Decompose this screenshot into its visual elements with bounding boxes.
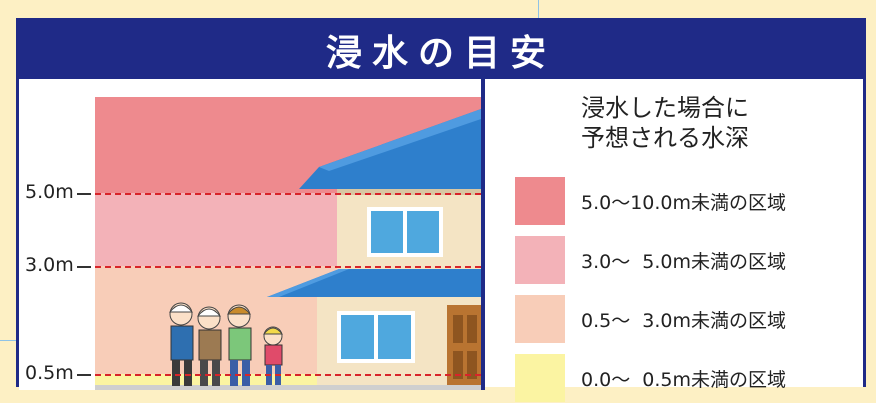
family-evacuating-illustration: [168, 302, 284, 386]
tick-3m: [77, 266, 91, 268]
legend-item-3-5m: 3.0〜 5.0m未満の区域: [515, 235, 786, 285]
tick-0.5m: [77, 374, 91, 376]
legend-item-5-10m: 5.0〜10.0m未満の区域: [515, 176, 786, 226]
legend-item-0-0.5m: 0.0〜 0.5m未満の区域: [515, 353, 786, 403]
legend-swatch: [515, 295, 565, 343]
legend-swatch: [515, 177, 565, 225]
line-3m: [95, 266, 481, 268]
legend-item-0.5-3m: 0.5〜 3.0m未満の区域: [515, 294, 786, 344]
depth-scene: 5.0m 3.0m 0.5m: [19, 79, 481, 390]
tick-5m: [77, 193, 91, 195]
legend-label: 5.0〜10.0m未満の区域: [581, 191, 787, 214]
panel-divider: [481, 79, 485, 390]
guide-line-horizontal: [0, 340, 16, 341]
legend-title: 浸水した場合に 予想される水深: [581, 93, 749, 153]
legend-swatch: [515, 236, 565, 284]
depth-legend: 浸水した場合に 予想される水深 5.0〜10.0m未満の区域 3.0〜 5.0m…: [485, 79, 863, 402]
depth-label-0.5m: 0.5m: [25, 362, 74, 384]
inundation-panel: 浸水の目安: [16, 18, 866, 402]
legend-swatch: [515, 354, 565, 402]
line-5m: [95, 193, 481, 195]
panel-title: 浸水の目安: [19, 21, 863, 79]
legend-label: 3.0〜 5.0m未満の区域: [581, 250, 787, 273]
legend-title-line1: 浸水した場合に: [581, 94, 749, 122]
legend-label: 0.5〜 3.0m未満の区域: [581, 309, 787, 332]
legend-label: 0.0〜 0.5m未満の区域: [581, 368, 787, 391]
depth-label-5m: 5.0m: [25, 181, 74, 203]
legend-title-line2: 予想される水深: [581, 124, 749, 152]
guide-line-vertical: [538, 0, 539, 18]
line-0.5m: [95, 374, 481, 376]
depth-label-3m: 3.0m: [25, 254, 74, 276]
